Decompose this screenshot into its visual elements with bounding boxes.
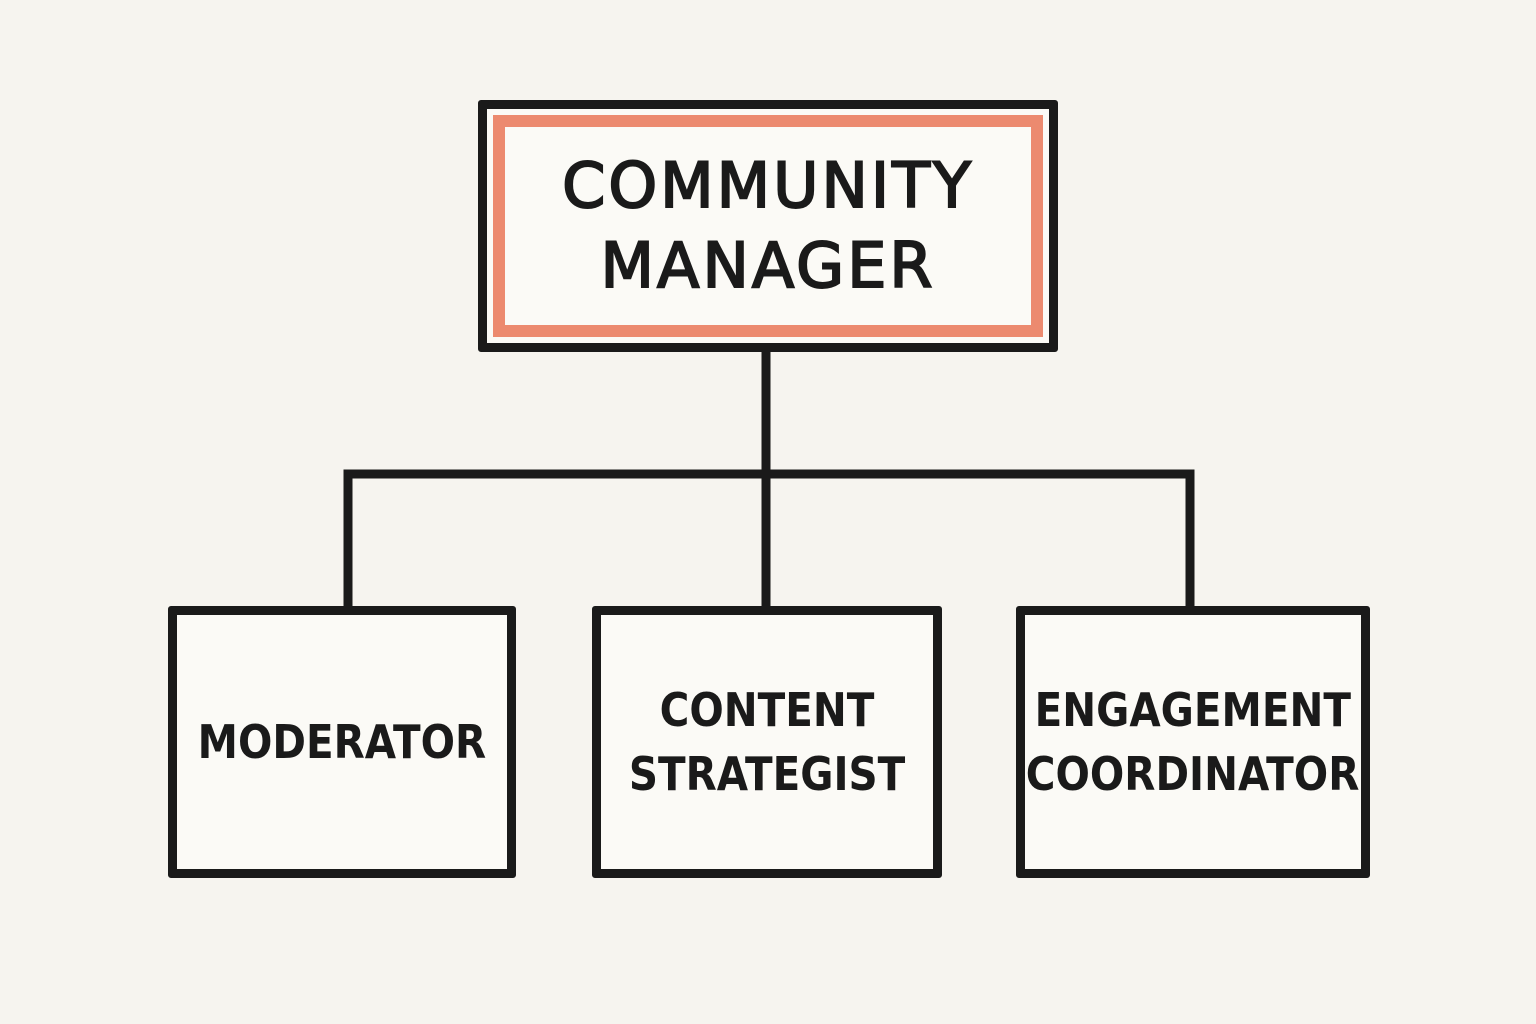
moderator-label: MODERATOR bbox=[197, 715, 487, 769]
content-strategist-label-line-2: STRATEGIST bbox=[628, 747, 906, 801]
content-strategist-label-line-1: CONTENT bbox=[659, 683, 875, 737]
root-title-line-2: MANAGER bbox=[600, 228, 936, 303]
community-manager-box: COMMUNITY MANAGER bbox=[478, 100, 1058, 352]
moderator-box: MODERATOR bbox=[168, 606, 516, 878]
engagement-coordinator-label-line-2: COORDINATOR bbox=[1026, 747, 1360, 801]
engagement-coordinator-label-line-1: ENGAGEMENT bbox=[1034, 683, 1352, 737]
content-strategist-box: CONTENT STRATEGIST bbox=[592, 606, 942, 878]
engagement-coordinator-box: ENGAGEMENT COORDINATOR bbox=[1016, 606, 1370, 878]
root-title-line-1: COMMUNITY bbox=[561, 148, 974, 223]
